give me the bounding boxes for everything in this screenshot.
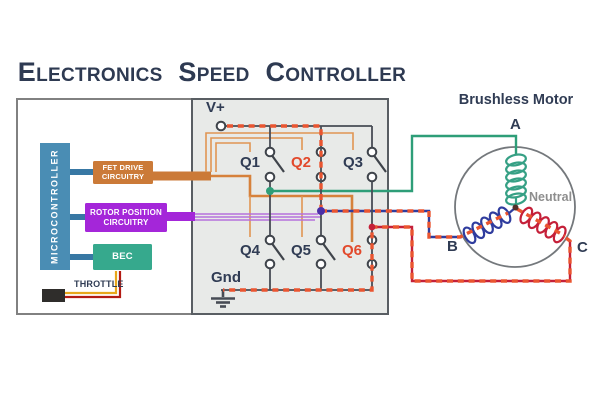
phase-c-label: C (577, 239, 588, 256)
current-phase-c-to-gnd (223, 207, 572, 292)
throttle-label: THROTTLE (74, 279, 124, 289)
gate-wire-q3 (205, 132, 354, 172)
rotor-sense-lines (195, 213, 321, 221)
gate-wire-q2 (210, 137, 303, 172)
throttle-wire-yellow (65, 271, 118, 295)
neutral-junction-dot (512, 204, 519, 211)
mc-to-bec-stub (70, 254, 93, 260)
switch-arms (271, 154, 387, 261)
transistor-label-q2: Q2 (291, 154, 312, 171)
phase-a-wire (270, 134, 518, 193)
rotor-position-label: ROTOR POSITION CIRCUITRY (90, 208, 162, 227)
microcontroller-box (40, 143, 70, 270)
current-phase-b (321, 209, 509, 239)
phase-a-label: A (510, 116, 521, 133)
bec-box (93, 244, 152, 270)
transistor-label-q1: Q1 (240, 154, 261, 171)
phase-b-label: B (447, 238, 458, 255)
throttle-connector-icon (42, 289, 65, 302)
transistor-label-q6: Q6 (342, 242, 363, 259)
neutral-label: Neutral (529, 190, 573, 204)
q5-switch-arm-open (322, 242, 336, 261)
transistor-label-q5: Q5 (291, 242, 312, 259)
motor-title: Brushless Motor (458, 92, 574, 108)
title-word-1: Electronics (17, 57, 163, 87)
bec-label: BEC (112, 251, 133, 263)
fet-drive-box (93, 161, 153, 184)
q3-switch-arm-open (373, 154, 387, 173)
ground-symbol-icon (211, 290, 235, 308)
throttle-wire-red (65, 271, 122, 299)
winding-a-coil (505, 153, 527, 206)
gnd-label: Gnd (211, 269, 241, 286)
vplus-terminal (215, 120, 227, 132)
current-flow-dashes (223, 124, 572, 292)
page-title: Electronics Speed Controller (0, 59, 424, 86)
gate-wire-q1 (215, 142, 251, 172)
vplus-label: V+ (206, 99, 225, 116)
mc-to-fet-stub (70, 169, 93, 175)
q4-switch-arm-open (271, 242, 285, 261)
microcontroller-label: MICROCONTROLLER (49, 149, 60, 264)
fet-drive-label: FET DRIVE CIRCUITRY (101, 162, 145, 181)
rotor-bus-stub (167, 212, 195, 221)
mc-to-rotor-stub (70, 214, 85, 220)
transistor-label-q3: Q3 (343, 154, 364, 171)
title-word-3: Controller (265, 57, 407, 87)
q1-switch-arm-open (271, 154, 285, 173)
title-word-2: Speed (178, 57, 250, 87)
phase-c-junction-dot (368, 223, 376, 231)
transistor-label-q4: Q4 (240, 242, 261, 259)
esc-switch-stage-box (191, 98, 389, 315)
phase-a-junction-dot (266, 187, 274, 195)
rotor-position-box (85, 203, 167, 232)
phase-b-junction-dot (317, 207, 325, 215)
